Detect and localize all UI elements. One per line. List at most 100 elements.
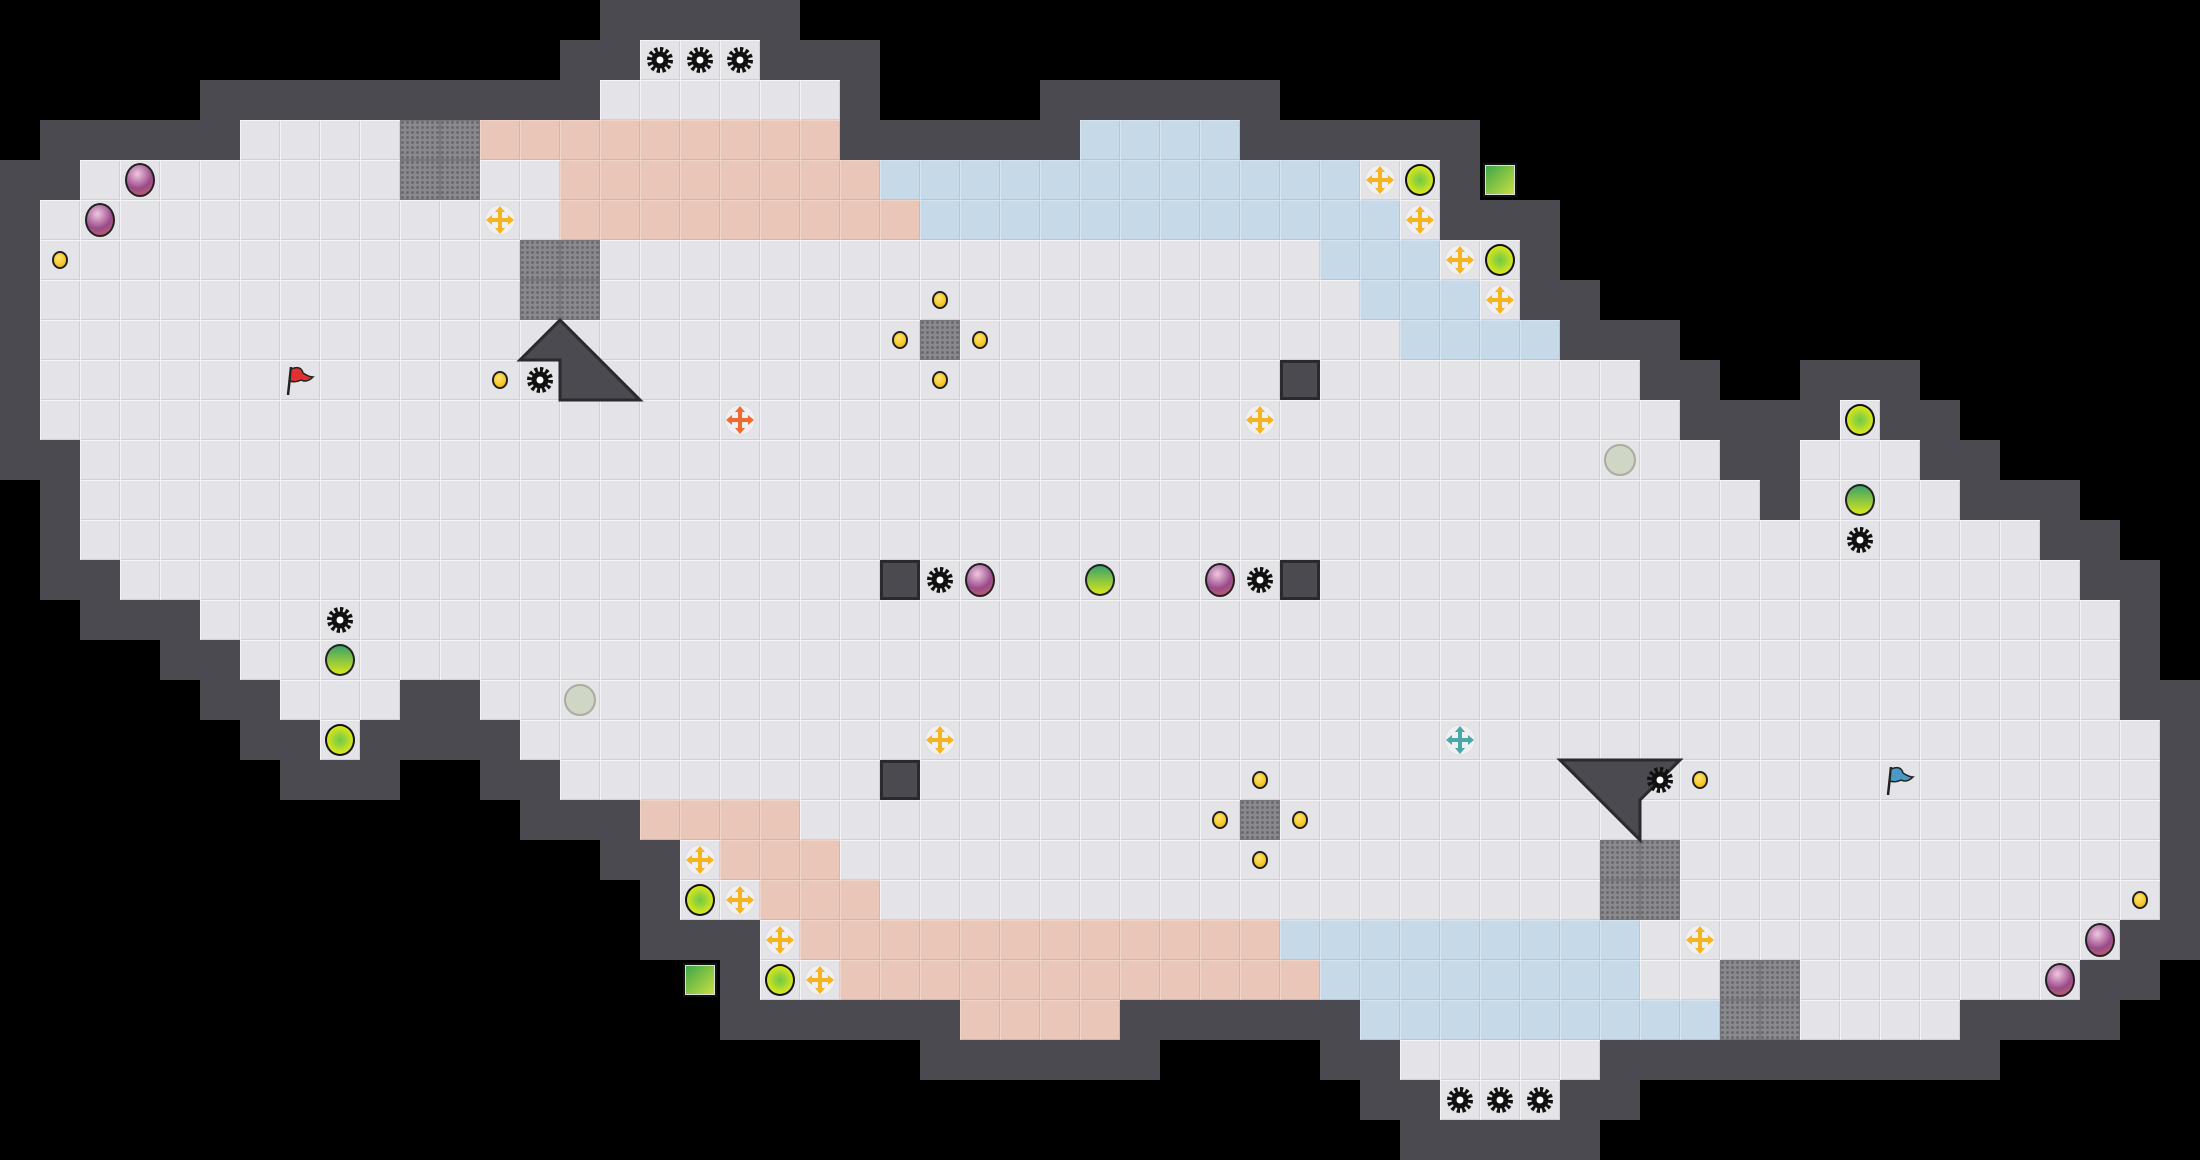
floor-tile xyxy=(1360,600,1400,640)
floor-tile xyxy=(40,200,80,240)
peach-zone-tile xyxy=(800,920,840,960)
blue-zone-tile xyxy=(1000,200,1040,240)
floor-tile xyxy=(1040,520,1080,560)
floor-tile xyxy=(1920,600,1960,640)
floor-tile xyxy=(1480,560,1520,600)
floor-tile xyxy=(2040,680,2080,720)
floor-tile xyxy=(400,640,440,680)
floor-tile xyxy=(1080,360,1120,400)
floor-tile xyxy=(760,560,800,600)
floor-tile xyxy=(640,320,680,360)
floor-tile xyxy=(1200,680,1240,720)
floor-tile xyxy=(2000,520,2040,560)
blue-zone-tile xyxy=(1240,200,1280,240)
floor-tile xyxy=(1120,720,1160,760)
blue-zone-tile xyxy=(1440,920,1480,960)
wall-tile xyxy=(440,680,480,720)
coin-icon xyxy=(920,280,960,320)
floor-tile xyxy=(800,640,840,680)
floor-tile xyxy=(280,200,320,240)
floor-tile xyxy=(1680,960,1720,1000)
floor-tile xyxy=(80,240,120,280)
peach-zone-tile xyxy=(720,160,760,200)
peach-zone-tile xyxy=(800,840,840,880)
wall-block xyxy=(1280,360,1320,400)
peach-zone-tile xyxy=(840,960,880,1000)
floor-tile xyxy=(40,400,80,440)
floor-tile xyxy=(320,400,360,440)
floor-tile xyxy=(1120,640,1160,680)
floor-tile xyxy=(320,560,360,600)
floor-tile xyxy=(960,240,1000,280)
floor-tile xyxy=(1080,760,1120,800)
floor-tile xyxy=(1960,600,2000,640)
wall-tile xyxy=(2160,800,2200,840)
wall-tile xyxy=(1480,200,1520,240)
floor-tile xyxy=(1120,600,1160,640)
coin-icon xyxy=(920,360,960,400)
floor-tile xyxy=(320,160,360,200)
floor-tile xyxy=(720,280,760,320)
floor-tile xyxy=(1720,920,1760,960)
exit-portal-icon[interactable] xyxy=(1480,160,1520,200)
wall-tile xyxy=(1120,80,1160,120)
wall-tile xyxy=(880,120,920,160)
move-arrows-icon xyxy=(1360,160,1400,200)
wall-tile xyxy=(520,800,560,840)
floor-tile xyxy=(1240,600,1280,640)
floor-tile xyxy=(1280,600,1320,640)
floor-tile xyxy=(120,280,160,320)
peach-zone-tile xyxy=(960,960,1000,1000)
floor-tile xyxy=(1360,720,1400,760)
wall-tile xyxy=(600,840,640,880)
peach-zone-tile xyxy=(1040,1000,1080,1040)
exit-portal-icon[interactable] xyxy=(680,960,720,1000)
wall-tile xyxy=(240,80,280,120)
floor-tile xyxy=(2000,600,2040,640)
wall-tile xyxy=(2160,880,2200,920)
wall-tile xyxy=(480,720,520,760)
floor-tile xyxy=(320,520,360,560)
floor-tile xyxy=(1200,760,1240,800)
floor-tile xyxy=(1760,920,1800,960)
blue-zone-tile xyxy=(1440,320,1480,360)
floor-tile xyxy=(1640,720,1680,760)
blue-zone-tile xyxy=(1360,280,1400,320)
floor-tile xyxy=(1560,600,1600,640)
floor-tile xyxy=(480,400,520,440)
floor-tile xyxy=(360,440,400,480)
floor-tile xyxy=(840,560,880,600)
floor-tile xyxy=(1080,280,1120,320)
floor-tile xyxy=(440,440,480,480)
wall-tile xyxy=(1040,80,1080,120)
floor-tile xyxy=(1320,720,1360,760)
floor-tile xyxy=(320,280,360,320)
wall-tile xyxy=(2080,520,2120,560)
blue-zone-tile xyxy=(1040,160,1080,200)
floor-tile xyxy=(1680,600,1720,640)
floor-tile xyxy=(1000,400,1040,440)
floor-tile xyxy=(1040,720,1080,760)
peach-zone-tile xyxy=(840,880,880,920)
wall-tile xyxy=(0,240,40,280)
floor-tile xyxy=(2080,720,2120,760)
floor-tile xyxy=(1200,360,1240,400)
gear-icon xyxy=(720,40,760,80)
wall-tile xyxy=(640,920,680,960)
floor-tile xyxy=(920,240,960,280)
floor-tile xyxy=(1360,520,1400,560)
gear-icon xyxy=(1640,760,1680,800)
floor-tile xyxy=(2040,600,2080,640)
gear-icon xyxy=(1240,560,1280,600)
floor-tile xyxy=(1360,360,1400,400)
wall-tile xyxy=(1120,1040,1160,1080)
wall-tile xyxy=(440,720,480,760)
peach-zone-tile xyxy=(600,200,640,240)
wall-tile xyxy=(1800,1040,1840,1080)
floor-tile xyxy=(1040,480,1080,520)
floor-tile xyxy=(1440,760,1480,800)
floor-tile xyxy=(360,160,400,200)
floor-tile xyxy=(1360,800,1400,840)
floor-tile xyxy=(1400,1040,1440,1080)
